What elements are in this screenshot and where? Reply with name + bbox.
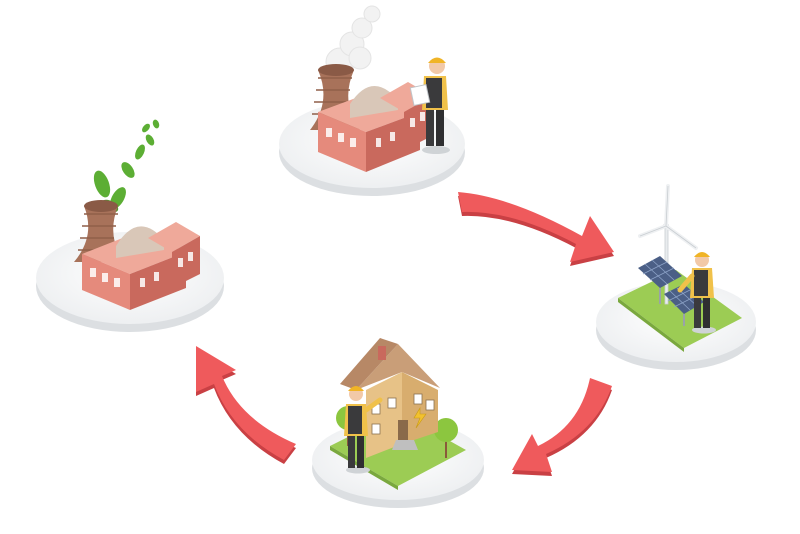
tree-icon [434,418,458,458]
home-station [312,338,484,508]
renewable-station [596,184,756,370]
green-plant-station [36,119,224,332]
coal-plant-station [279,5,465,196]
arrow-right-icon [458,192,614,266]
factory-building [82,222,200,310]
worker-figure [344,386,383,474]
worker-figure [409,57,450,154]
house-building [340,338,440,458]
arrow-down-icon [512,378,612,476]
arrow-up-icon [196,346,296,464]
solar-panel-icon [638,256,682,304]
worker-figure [677,252,716,334]
